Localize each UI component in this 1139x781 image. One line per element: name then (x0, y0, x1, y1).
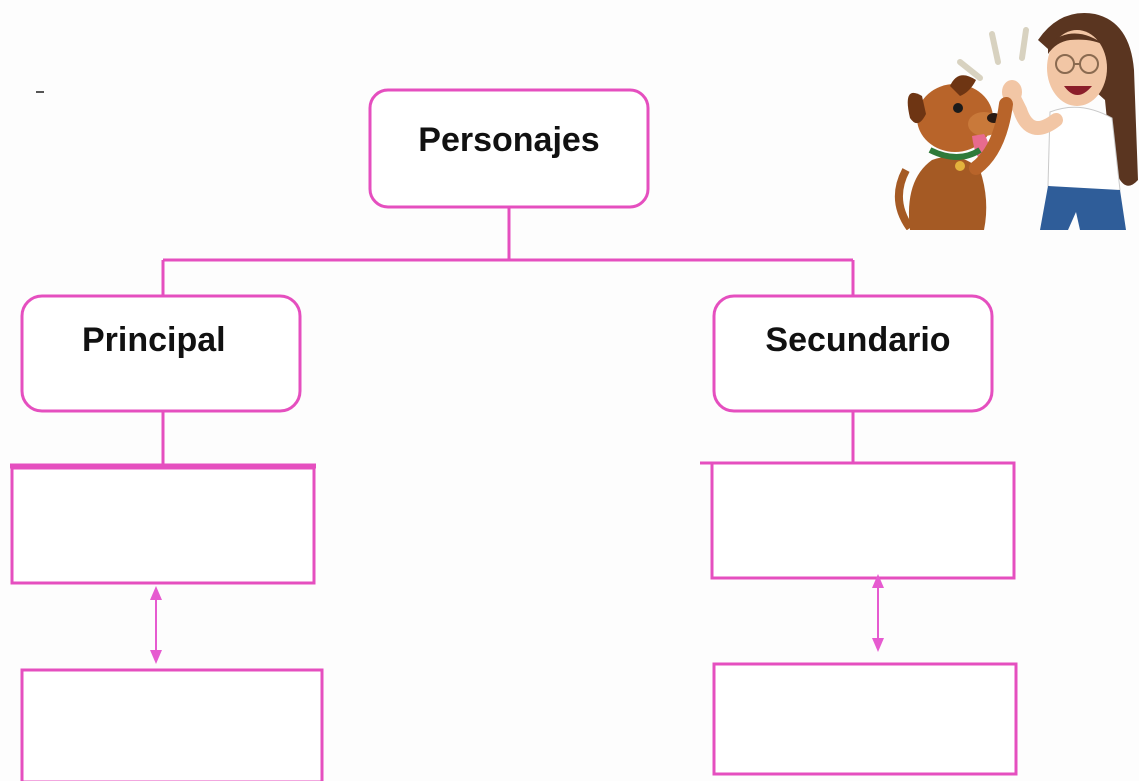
left-arrow-down-head (150, 650, 162, 664)
right-arrow-down-head (872, 638, 884, 652)
right-empty-box-2 (712, 662, 1018, 776)
left-arrow-up-head (150, 586, 162, 600)
right-node-label: Secundario (765, 320, 951, 359)
left-empty-box-1 (10, 466, 316, 585)
dog-and-woman-high-five-icon (894, 13, 1138, 230)
right-empty-box-1 (710, 461, 1016, 580)
left-node-label: Principal (82, 320, 226, 359)
right-arrow-up-head (872, 574, 884, 588)
root-node-label: Personajes (418, 120, 600, 159)
left-empty-box-2 (20, 668, 324, 781)
left-node-box (20, 294, 302, 413)
